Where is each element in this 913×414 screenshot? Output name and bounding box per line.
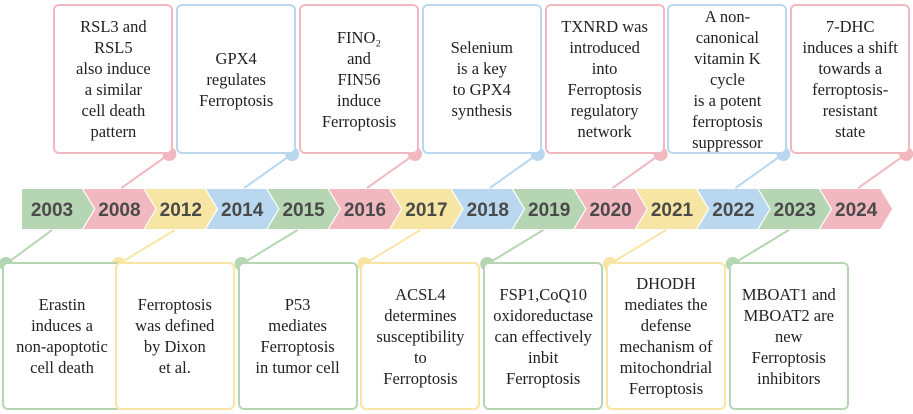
year-arrow-2014 [206, 189, 279, 229]
event-text: MBOAT1 and MBOAT2 are new Ferroptosis in… [741, 284, 836, 388]
connector-line-2020 [612, 153, 662, 189]
year-label-2017: 2017 [405, 200, 447, 221]
connector-line-2008 [120, 153, 170, 189]
connector-line-2012 [118, 229, 176, 265]
year-arrow-2016 [329, 189, 401, 229]
event-text: Ferroptosis was defined by Dixon et al. [135, 295, 215, 377]
connector-line-2023 [732, 229, 790, 265]
event-card-2019: FSP1,CoQ10 oxidoreductase can effectivel… [483, 262, 604, 410]
year-label-2016: 2016 [344, 200, 386, 221]
year-label-2020: 2020 [589, 200, 631, 221]
year-label-2022: 2022 [712, 200, 754, 221]
connector-line-2014 [243, 153, 293, 189]
event-text: A non- canonical vitamin K cycle is a po… [692, 6, 763, 152]
connector-line-2022 [734, 153, 784, 189]
year-label-2008: 2008 [98, 200, 140, 221]
year-label-2003: 2003 [31, 200, 73, 221]
year-label-2015: 2015 [282, 200, 325, 221]
year-arrow-2022 [697, 189, 770, 229]
connector-line-2021 [609, 229, 667, 265]
connector-line-2017 [363, 229, 421, 265]
year-label-2019: 2019 [528, 200, 570, 221]
event-card-2024: 7-DHC induces a shift towards a ferropto… [790, 4, 911, 154]
event-text: GPX4 regulates Ferroptosis [199, 48, 274, 110]
connector-line-2003 [5, 229, 53, 265]
event-text: DHODH mediates the defense mechanism of … [619, 274, 713, 398]
year-arrow-2023 [758, 189, 831, 229]
event-card-2014: GPX4 regulates Ferroptosis [176, 4, 297, 154]
year-label-2023: 2023 [774, 200, 816, 221]
event-text: TXNRD was introduced into Ferroptosis re… [561, 17, 648, 141]
event-text: ACSL4 determines susceptibility to Ferro… [376, 284, 465, 388]
connector-line-2015 [241, 229, 299, 265]
event-card-2003: Erastin induces a non-apoptotic cell dea… [2, 262, 122, 410]
event-text: FSP1,CoQ10 oxidoreductase can effectivel… [493, 284, 594, 388]
event-card-2012: Ferroptosis was defined by Dixon et al. [114, 262, 235, 410]
event-text: FINO₂ and FIN56 induce Ferroptosis [321, 27, 397, 131]
year-label-2014: 2014 [221, 200, 264, 221]
event-card-2016: FINO₂ and FIN56 induce Ferroptosis [299, 4, 419, 154]
event-card-2020: TXNRD was introduced into Ferroptosis re… [544, 4, 665, 154]
connector-line-2018 [489, 153, 539, 189]
event-card-2023: MBOAT1 and MBOAT2 are new Ferroptosis in… [728, 262, 849, 410]
year-arrow-2017 [390, 189, 463, 229]
year-label-2024: 2024 [835, 200, 878, 221]
event-text: Erastin induces a non-apoptotic cell dea… [16, 295, 108, 377]
event-card-2017: ACSL4 determines susceptibility to Ferro… [360, 262, 481, 410]
event-text: 7-DHC induces a shift towards a ferropto… [802, 17, 898, 141]
year-arrow-2008 [83, 189, 156, 229]
year-arrow-2024 [820, 189, 893, 229]
connector-line-2024 [857, 153, 907, 189]
year-arrow-2015 [267, 189, 340, 229]
year-arrow-2018 [451, 189, 524, 229]
event-text: P53 mediates Ferroptosis in tumor cell [255, 295, 340, 377]
year-arrow-2021 [636, 189, 708, 229]
event-card-2015: P53 mediates Ferroptosis in tumor cell [237, 262, 358, 410]
connector-line-2019 [486, 229, 544, 265]
event-card-2022: A non- canonical vitamin K cycle is a po… [667, 4, 788, 154]
connector-line-2016 [366, 153, 416, 189]
event-text: Selenium is a key to GPX4 synthesis [450, 38, 513, 120]
year-label-2012: 2012 [160, 200, 202, 221]
event-card-2021: DHODH mediates the defense mechanism of … [606, 262, 726, 410]
event-card-2018: Selenium is a key to GPX4 synthesis [421, 4, 542, 154]
year-arrow-2020 [574, 189, 647, 229]
event-text: RSL3 and RSL5 also induce a similar cell… [76, 17, 151, 141]
year-arrow-2012 [144, 189, 217, 229]
year-arrow-2003 [22, 189, 94, 229]
event-card-2008: RSL3 and RSL5 also induce a similar cell… [53, 4, 174, 154]
year-arrow-2019 [513, 189, 586, 229]
year-label-2018: 2018 [467, 200, 509, 221]
year-label-2021: 2021 [651, 200, 694, 221]
